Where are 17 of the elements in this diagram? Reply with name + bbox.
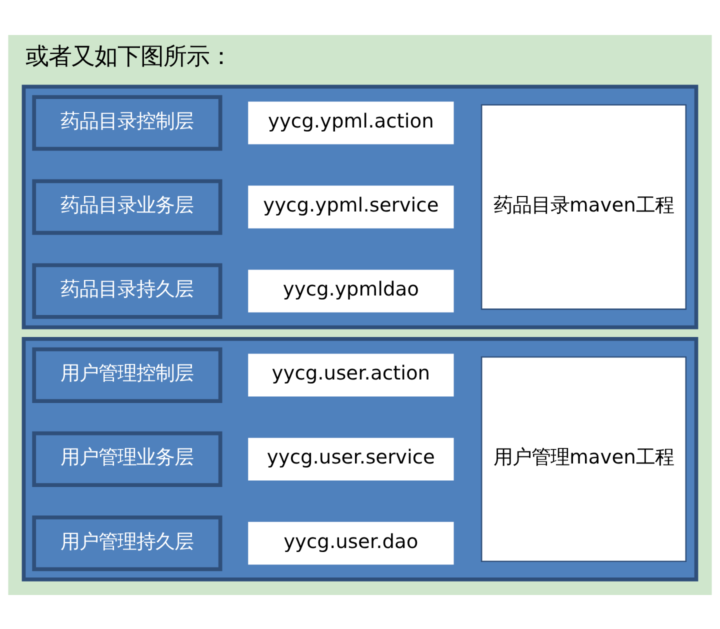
cluster xyxy=(22,84,698,329)
node-box: 用户管理持久层 xyxy=(32,514,222,571)
node-box: 药品目录maven工程 xyxy=(480,104,687,310)
node-box: 用户管理控制层 xyxy=(32,346,222,402)
node-box: 用户管理maven工程 xyxy=(480,356,687,562)
node-box: 用户管理业务层 xyxy=(32,430,222,486)
node-box: 药品目录持久层 xyxy=(32,262,222,318)
node-box: 药品目录业务层 xyxy=(32,178,222,234)
cluster xyxy=(22,336,698,581)
node-box: yycg.ypml.action xyxy=(248,101,454,144)
node-box: yycg.ypml.service xyxy=(248,185,454,228)
node-box: yycg.user.dao xyxy=(248,521,454,564)
node-box: yycg.user.action xyxy=(248,353,454,396)
node-box: yycg.user.service xyxy=(248,437,454,480)
node-box: yycg.ypmldao xyxy=(248,269,454,312)
node-box: 药品目录控制层 xyxy=(32,94,222,150)
diagram-title: 或者又如下图所示： xyxy=(26,42,233,70)
